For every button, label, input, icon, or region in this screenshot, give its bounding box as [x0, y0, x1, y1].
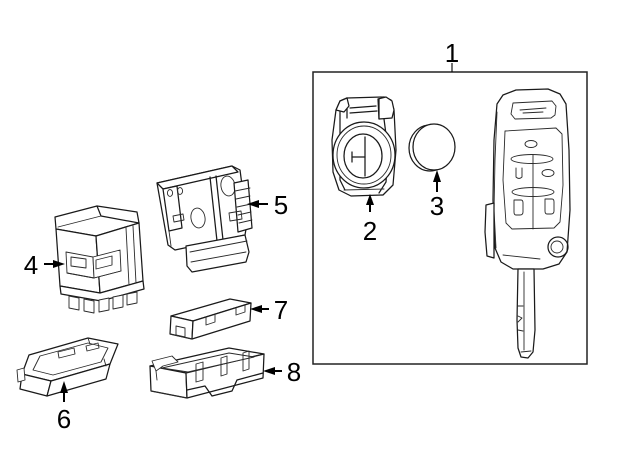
- module-mounting-tray: [16, 337, 119, 397]
- keyless-entry-control-module: [156, 165, 253, 273]
- transmitter-group-boundary: [312, 71, 588, 365]
- callout-4-leader: [44, 260, 65, 268]
- callout-7-label: 7: [274, 295, 288, 325]
- coin-battery: [408, 123, 456, 172]
- callout-8-label: 8: [287, 357, 301, 387]
- callout-7-leader: [250, 305, 269, 313]
- flip-key-transmitter: [484, 88, 571, 359]
- callout-4-label: 4: [24, 250, 38, 280]
- module-retainer-bracket: [149, 347, 265, 399]
- callout-6-label: 6: [57, 404, 71, 434]
- callout-1-label: 1: [445, 38, 459, 68]
- callout-3-label: 3: [430, 191, 444, 221]
- callout-2-label: 2: [363, 216, 377, 246]
- callout-6-leader: [60, 381, 68, 402]
- callout-3-leader: [433, 170, 441, 192]
- antenna-module-block: [169, 298, 252, 340]
- ignition-lock-cylinder-housing: [331, 96, 397, 197]
- callout-8-leader: [263, 367, 282, 375]
- callout-2-leader: [366, 194, 374, 212]
- body-control-module: [54, 205, 145, 314]
- callout-5-leader: [247, 200, 268, 208]
- callout-5-label: 5: [274, 190, 288, 220]
